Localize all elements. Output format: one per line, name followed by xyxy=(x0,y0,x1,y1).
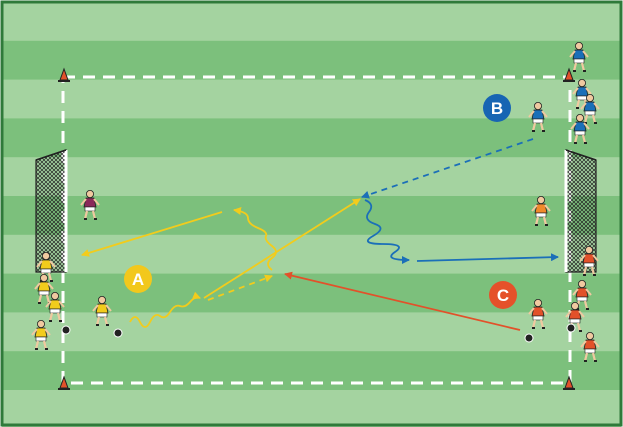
blue-queue-player xyxy=(572,78,592,109)
label-b-badge xyxy=(483,94,511,122)
players xyxy=(31,41,600,362)
goal-right xyxy=(564,149,597,273)
ball xyxy=(524,333,534,343)
cone-top-left xyxy=(58,67,70,82)
yellow-queue-player xyxy=(45,291,65,322)
field-stripe xyxy=(2,40,621,81)
field-stripe xyxy=(2,157,621,197)
ball xyxy=(566,323,576,333)
label-b-text: B xyxy=(491,99,503,118)
yellow-dribble xyxy=(129,291,201,328)
cone-bottom-left xyxy=(58,375,70,390)
field-stripe xyxy=(2,234,621,275)
blue-queue-player xyxy=(570,113,590,144)
label-a-badge xyxy=(124,265,152,293)
field-stripe xyxy=(2,351,621,391)
yellow-curly-run xyxy=(233,207,277,271)
yellow-attacker xyxy=(92,295,112,326)
blue-queue-player xyxy=(569,41,589,72)
cone-top-right xyxy=(563,67,575,82)
balls xyxy=(61,323,576,343)
field-stripe xyxy=(2,79,621,119)
yellow-dashed-run xyxy=(207,274,273,301)
label-c: C xyxy=(489,281,517,309)
cone-bottom-right xyxy=(563,375,575,390)
red-attacker xyxy=(528,298,548,329)
label-a: A xyxy=(124,265,152,293)
red-pass xyxy=(284,271,521,331)
field-stripe xyxy=(2,390,621,427)
goalkeeper-right xyxy=(531,195,551,226)
movement-lines xyxy=(81,138,559,331)
blue-shot xyxy=(416,253,559,262)
red-queue-player xyxy=(580,331,600,362)
label-c-text: C xyxy=(497,286,509,305)
goalkeeper-left xyxy=(80,189,100,220)
blue-queue-player xyxy=(580,93,600,124)
label-a-text: A xyxy=(132,270,144,289)
blue-dashed-pass xyxy=(361,138,534,199)
blue-attacker xyxy=(528,101,548,132)
red-queue-player xyxy=(579,245,599,276)
cones xyxy=(58,67,575,390)
ball xyxy=(61,325,71,335)
yellow-queue-player xyxy=(31,319,51,350)
yellow-pass-diagonal xyxy=(203,198,361,299)
ball xyxy=(113,328,123,338)
field-stripe xyxy=(2,312,621,352)
blue-dribble xyxy=(364,199,410,264)
label-b: B xyxy=(483,94,511,122)
yellow-pass-to-keeper xyxy=(81,211,223,257)
field-stripe xyxy=(2,2,621,42)
field-stripe xyxy=(2,118,621,158)
goal-left xyxy=(35,149,68,273)
label-c-badge xyxy=(489,281,517,309)
